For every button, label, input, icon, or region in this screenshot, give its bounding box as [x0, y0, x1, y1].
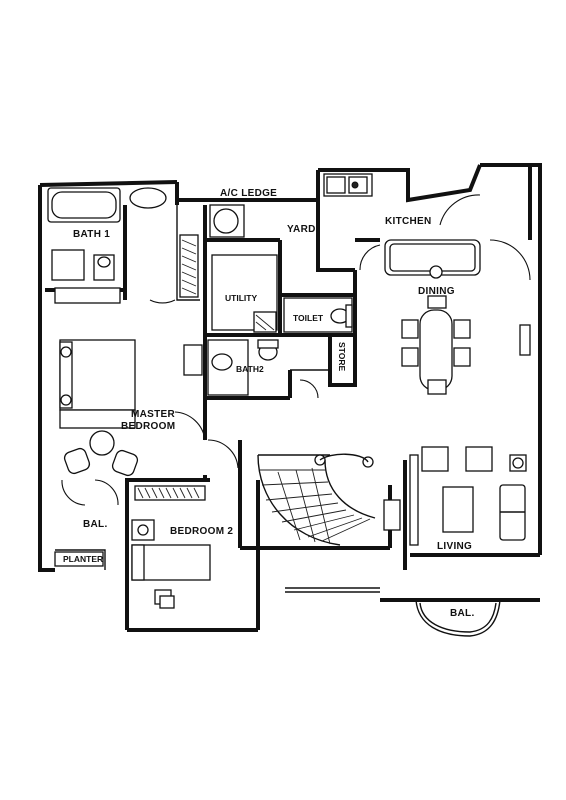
label-utility: UTILITY [225, 293, 257, 303]
wardrobe-master [179, 234, 199, 298]
label-master: MASTER [131, 409, 175, 420]
bath1-fixtures [51, 249, 121, 304]
internal-walls [45, 205, 380, 400]
master-bed [59, 339, 136, 429]
label-bath2: BATH2 [236, 364, 264, 374]
label-yard: YARD [287, 224, 316, 235]
outer-walls [38, 163, 542, 632]
bedroom2-fixtures [131, 519, 211, 609]
label-kitchen: KITCHEN [385, 216, 432, 227]
label-bath1: BATH 1 [73, 229, 110, 240]
utility-fixtures [209, 204, 278, 333]
label-bedroom2: BEDROOM 2 [170, 526, 233, 537]
spiral-staircase [257, 453, 376, 546]
label-master-bedroom: BEDROOM [121, 421, 175, 432]
label-store: STORE [337, 342, 347, 371]
label-bal-right: BAL. [450, 608, 475, 619]
toilet-fixtures [283, 297, 353, 333]
right-balcony [285, 587, 501, 637]
label-bal-left: BAL. [83, 519, 108, 530]
bathtub [47, 187, 167, 223]
label-planter: PLANTER [63, 554, 103, 564]
wardrobe-bedroom [134, 485, 206, 501]
label-toilet: TOILET [293, 313, 324, 323]
label-ac-ledge: A/C LEDGE [220, 188, 277, 199]
dining-set [401, 295, 531, 395]
bath2-fixtures [183, 339, 279, 396]
left-balcony [54, 549, 106, 570]
kitchen-fixtures [323, 173, 481, 279]
label-dining: DINING [418, 286, 455, 297]
doors [61, 194, 531, 506]
label-living: LIVING [437, 541, 472, 552]
living-furniture [383, 446, 527, 546]
master-lounge-chairs [63, 430, 139, 477]
